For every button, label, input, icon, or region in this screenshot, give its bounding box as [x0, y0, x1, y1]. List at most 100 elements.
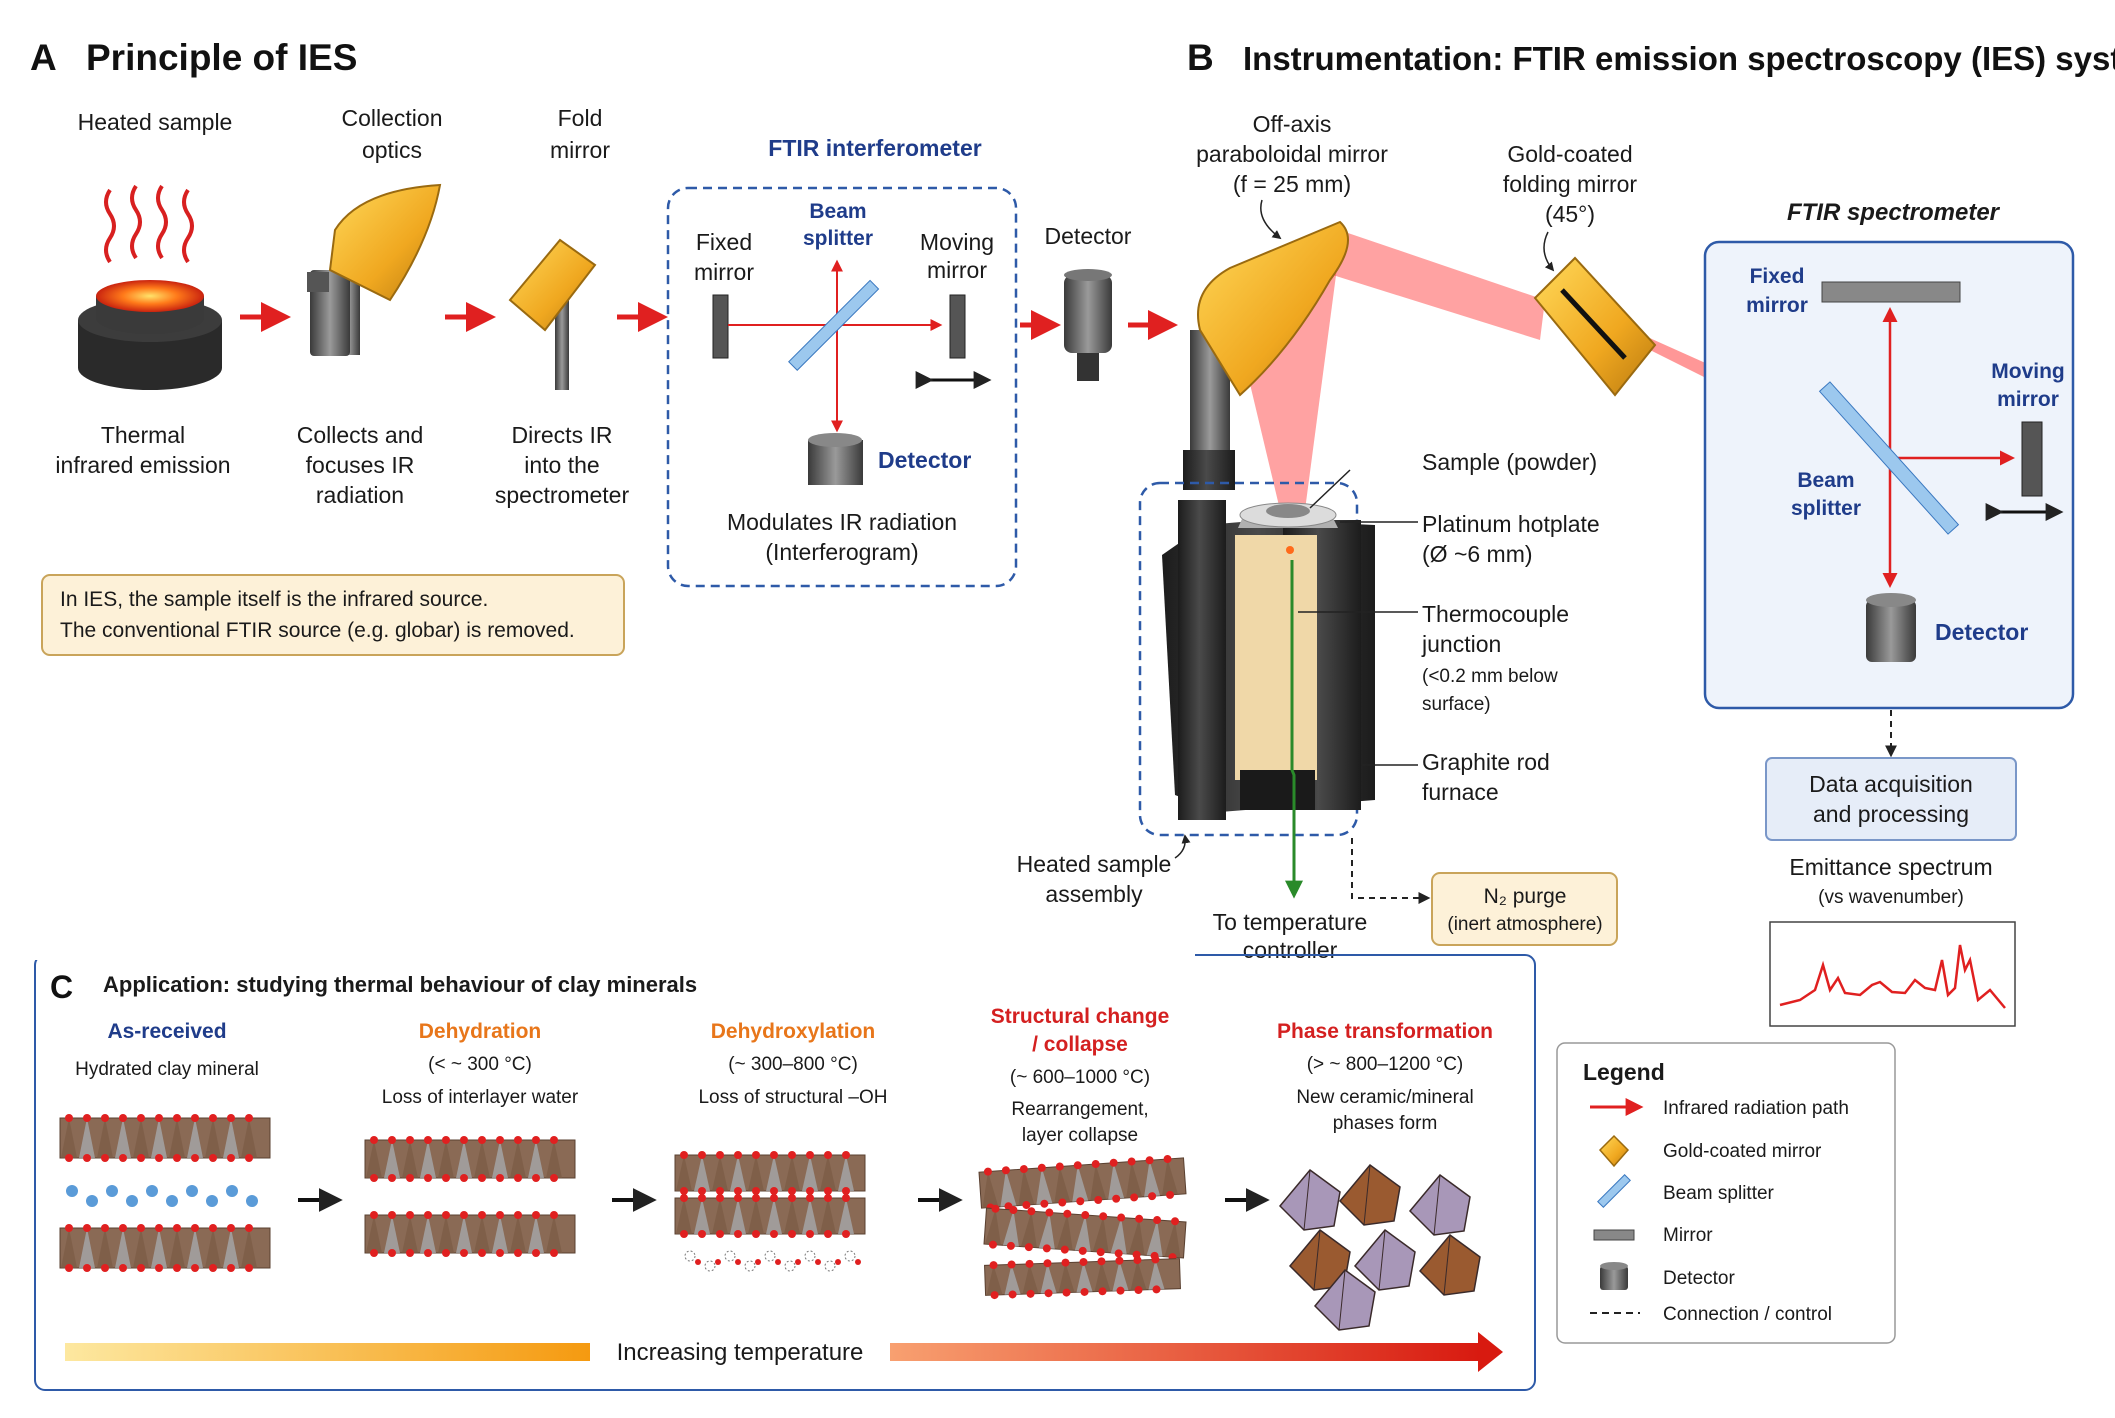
- panel-a-letter: A: [30, 37, 57, 78]
- spec-fixed-mirror-line-2: mirror: [1746, 294, 1808, 317]
- thermocouple-label-line-1: Thermocouple: [1422, 601, 1569, 627]
- clay-sheet: [984, 1255, 1181, 1300]
- spec-fixed-mirror-icon: [1821, 281, 1961, 303]
- folding-mirror-icon: [1533, 256, 1657, 397]
- released-hydroxyl: [684, 1250, 861, 1272]
- data-box: [1765, 757, 2017, 841]
- stage-desc-5-line-1: New ceramic/mineral: [1296, 1087, 1473, 1108]
- interf-moving-mirror-line-2: mirror: [927, 257, 987, 283]
- clay-sheet: [983, 1204, 1187, 1262]
- interf-fixed-mirror-line-2: mirror: [694, 259, 754, 285]
- temperature-bar-right: [890, 1343, 1480, 1361]
- paraboloid-label-line-1: Off-axis: [1253, 111, 1332, 137]
- spec-detector-icon: [1866, 593, 1916, 662]
- paraboloid-leader: [1260, 199, 1282, 240]
- folding-leader: [1543, 231, 1555, 272]
- legend-frame: [1556, 1042, 1896, 1344]
- detector-label: Detector: [1045, 223, 1132, 249]
- stage-name-1: As-received: [107, 1020, 226, 1043]
- interf-beam-splitter-icon: [788, 279, 880, 371]
- note-line-1: In IES, the sample itself is the infrare…: [60, 588, 488, 611]
- spec-fixed-mirror-line-1: Fixed: [1750, 265, 1805, 288]
- stage-2-bottom-line-2: focuses IR: [306, 452, 415, 478]
- panel-b-letter: B: [1187, 37, 1214, 78]
- spectrum-trace: [1779, 944, 2006, 1009]
- panel-a: A Principle of IES Heated sample Collect…: [30, 37, 1178, 656]
- interf-fixed-mirror-line-1: Fixed: [696, 229, 752, 255]
- temperature-bar-left: [65, 1343, 590, 1361]
- paraboloid-label-line-3: (f = 25 mm): [1233, 171, 1351, 197]
- gold-mirror-icon: [1598, 1134, 1630, 1168]
- clay-sheet: [674, 1151, 866, 1195]
- controller-label-line-1: To temperature: [1213, 909, 1368, 935]
- interf-moving-mirror-icon: [949, 294, 966, 359]
- spectrometer-title: FTIR spectrometer: [1787, 199, 2001, 226]
- clay-sheet: [364, 1211, 576, 1257]
- controller-label-line-2: controller: [1243, 937, 1338, 963]
- temperature-label: Increasing temperature: [617, 1339, 864, 1366]
- furnace-label-line-1: Graphite rod: [1422, 749, 1550, 775]
- panel-b: B Instrumentation: FTIR emission spectro…: [1017, 37, 2115, 1027]
- folding-label-line-3: (45°): [1545, 201, 1595, 227]
- spec-moving-mirror-line-1: Moving: [1991, 360, 2065, 383]
- legend-item-1: Infrared radiation path: [1663, 1098, 1849, 1119]
- spec-beam-splitter-line-2: splitter: [1791, 497, 1861, 520]
- interf-caption-line-2: (Interferogram): [765, 539, 918, 565]
- spec-beam-splitter-icon: [1818, 381, 1960, 535]
- assembly-label-line-2: assembly: [1045, 881, 1143, 907]
- interf-detector-label: Detector: [878, 447, 971, 473]
- paraboloid-label-line-2: paraboloidal mirror: [1196, 141, 1388, 167]
- mirror-icon: [1593, 1229, 1635, 1241]
- assembly-leader: [1174, 834, 1191, 859]
- stage-desc-4-line-2: layer collapse: [1022, 1125, 1138, 1146]
- legend-item-5: Detector: [1663, 1268, 1735, 1289]
- interf-caption-line-1: Modulates IR radiation: [727, 509, 957, 535]
- interf-beam-splitter-line-2: splitter: [803, 227, 873, 250]
- spec-detector-label: Detector: [1935, 619, 2028, 645]
- assembly-label-line-1: Heated sample: [1017, 851, 1172, 877]
- purge-line-2: (inert atmosphere): [1447, 914, 1602, 935]
- detector-icon: [1600, 1262, 1628, 1290]
- panel-c-letter: C: [50, 969, 73, 1005]
- spec-moving-mirror-icon: [2021, 421, 2043, 497]
- data-box-line-2: and processing: [1813, 801, 1969, 827]
- panel-a-title: Principle of IES: [86, 37, 357, 78]
- interf-moving-mirror-line-1: Moving: [920, 229, 994, 255]
- panel-c: C Application: studying thermal behaviou…: [34, 945, 1536, 1391]
- stage-2-bottom-line-1: Collects and: [297, 422, 424, 448]
- stage-temp-5: (> ~ 800–1200 °C): [1307, 1054, 1464, 1075]
- stage-3-bottom-line-2: into the: [524, 452, 599, 478]
- interf-detector-icon: [808, 433, 863, 485]
- stage-name-2: Dehydration: [419, 1020, 542, 1043]
- legend-title: Legend: [1583, 1059, 1665, 1085]
- purge-line-1: N₂ purge: [1484, 885, 1567, 908]
- fold-mirror-icon: [508, 238, 597, 390]
- interf-fixed-mirror-icon: [712, 294, 729, 359]
- stage-name-5: Phase transformation: [1277, 1020, 1493, 1043]
- stage-desc-3: Loss of structural –OH: [698, 1087, 887, 1108]
- folding-label-line-2: folding mirror: [1503, 171, 1638, 197]
- hotplate-label-line-2: (Ø ~6 mm): [1422, 541, 1533, 567]
- note-box: [41, 574, 625, 656]
- stage-1-bottom-line-2: infrared emission: [55, 452, 230, 478]
- thermocouple-wire: [1285, 560, 1303, 899]
- stage-desc-5-line-2: phases form: [1333, 1113, 1438, 1134]
- collection-optics-icon: [307, 183, 442, 356]
- purge-link: [1351, 838, 1431, 904]
- temperature-arrow-head: [1478, 1332, 1503, 1372]
- legend-item-4: Mirror: [1663, 1225, 1713, 1246]
- folding-label-line-1: Gold-coated: [1507, 141, 1632, 167]
- stage-2-top-line-1: Collection: [342, 105, 443, 131]
- stage-3-top-line-2: mirror: [550, 137, 610, 163]
- stage-name-4-line-2: / collapse: [1032, 1033, 1128, 1056]
- panel-b-title: Instrumentation: FTIR emission spectrosc…: [1243, 40, 2115, 77]
- stage-1-bottom-line-1: Thermal: [101, 422, 185, 448]
- clay-sheet: [59, 1114, 271, 1162]
- legend-item-3: Beam splitter: [1663, 1183, 1775, 1204]
- stage-desc-4-line-1: Rearrangement,: [1011, 1099, 1148, 1120]
- sample-leader: [1309, 469, 1351, 509]
- spectrum-label-line-2: (vs wavenumber): [1818, 887, 1964, 908]
- thermocouple-label-line-4: surface): [1422, 694, 1491, 715]
- stage-temp-4: (~ 600–1000 °C): [1010, 1067, 1150, 1088]
- stage-name-4-line-1: Structural change: [991, 1005, 1170, 1028]
